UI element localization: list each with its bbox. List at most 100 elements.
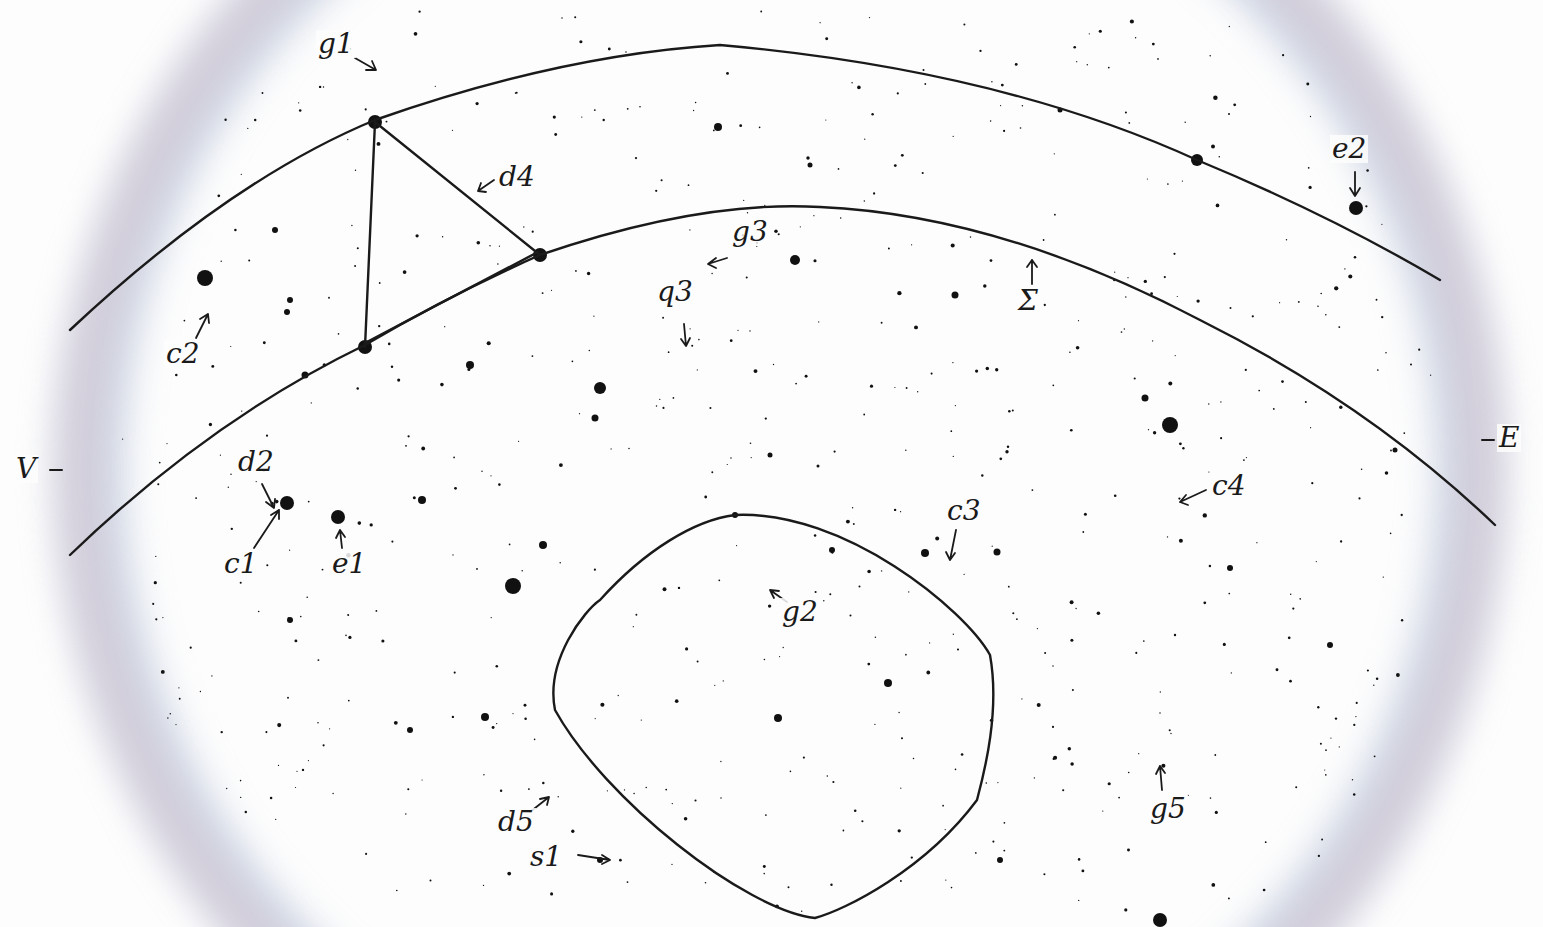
star — [154, 581, 157, 584]
star — [1231, 672, 1232, 673]
star — [155, 556, 156, 557]
star — [440, 383, 444, 387]
star — [532, 231, 534, 233]
star — [955, 769, 957, 771]
star — [435, 86, 436, 87]
star — [1367, 669, 1369, 671]
star — [1286, 239, 1287, 240]
star — [418, 11, 420, 13]
star — [869, 17, 870, 18]
star — [553, 115, 556, 118]
star-label: c4 — [1210, 472, 1248, 500]
star — [379, 282, 381, 284]
star — [422, 779, 423, 780]
star — [829, 547, 835, 553]
star — [357, 521, 361, 525]
star — [287, 697, 289, 699]
star — [635, 157, 637, 159]
star — [266, 435, 268, 437]
star — [1228, 593, 1230, 595]
star — [830, 884, 832, 886]
star — [929, 642, 930, 643]
star — [178, 687, 179, 688]
star — [900, 880, 902, 882]
star — [429, 880, 431, 882]
star — [1325, 774, 1327, 776]
star — [610, 448, 611, 449]
star — [618, 695, 619, 696]
star — [386, 121, 388, 123]
star — [814, 534, 817, 537]
star-label: d2 — [236, 448, 276, 476]
star — [1393, 448, 1398, 453]
star — [331, 510, 345, 524]
star — [843, 830, 845, 832]
star — [952, 362, 953, 363]
star — [661, 179, 663, 181]
star — [795, 383, 797, 385]
field-ring — [90, 0, 1470, 927]
star — [1339, 746, 1340, 747]
star — [483, 885, 484, 886]
star — [808, 163, 813, 168]
star — [953, 456, 954, 457]
star — [1007, 446, 1009, 448]
star — [394, 721, 398, 725]
star-label: V — [14, 455, 38, 483]
star — [1121, 331, 1123, 333]
star — [684, 817, 688, 821]
star — [512, 713, 513, 714]
star — [1321, 839, 1323, 841]
star — [496, 665, 499, 668]
star — [768, 604, 771, 607]
star — [695, 102, 697, 104]
star — [1320, 293, 1322, 295]
star — [1211, 145, 1215, 149]
star — [1147, 178, 1148, 179]
star — [1159, 712, 1161, 714]
star — [381, 639, 384, 642]
star — [489, 245, 490, 246]
star — [1340, 540, 1342, 542]
star — [1108, 67, 1110, 69]
star — [1068, 747, 1071, 750]
star — [1182, 447, 1184, 449]
star — [572, 360, 574, 362]
star — [1196, 299, 1199, 302]
star — [594, 382, 606, 394]
star — [347, 139, 348, 140]
star — [633, 626, 634, 627]
star — [492, 726, 495, 729]
star — [1135, 652, 1137, 654]
star — [1289, 680, 1292, 683]
star — [806, 156, 809, 159]
star-label: q3 — [655, 278, 695, 306]
star — [737, 330, 738, 331]
star — [490, 475, 491, 476]
star — [157, 483, 159, 485]
star — [559, 562, 560, 563]
star — [720, 761, 721, 762]
star — [991, 81, 992, 82]
star — [1052, 726, 1054, 728]
star — [306, 596, 308, 598]
star — [627, 881, 629, 883]
star — [579, 413, 580, 414]
star — [675, 699, 679, 703]
star — [1184, 121, 1185, 122]
star — [487, 341, 491, 345]
star — [607, 790, 608, 791]
star — [300, 616, 302, 618]
star — [332, 793, 333, 794]
star — [348, 636, 351, 639]
star — [351, 225, 352, 226]
star — [1292, 607, 1294, 609]
star — [803, 757, 805, 759]
star — [523, 226, 524, 227]
star — [231, 528, 233, 530]
star — [871, 113, 873, 115]
star — [593, 316, 594, 317]
star — [818, 321, 819, 322]
star — [1012, 409, 1014, 411]
